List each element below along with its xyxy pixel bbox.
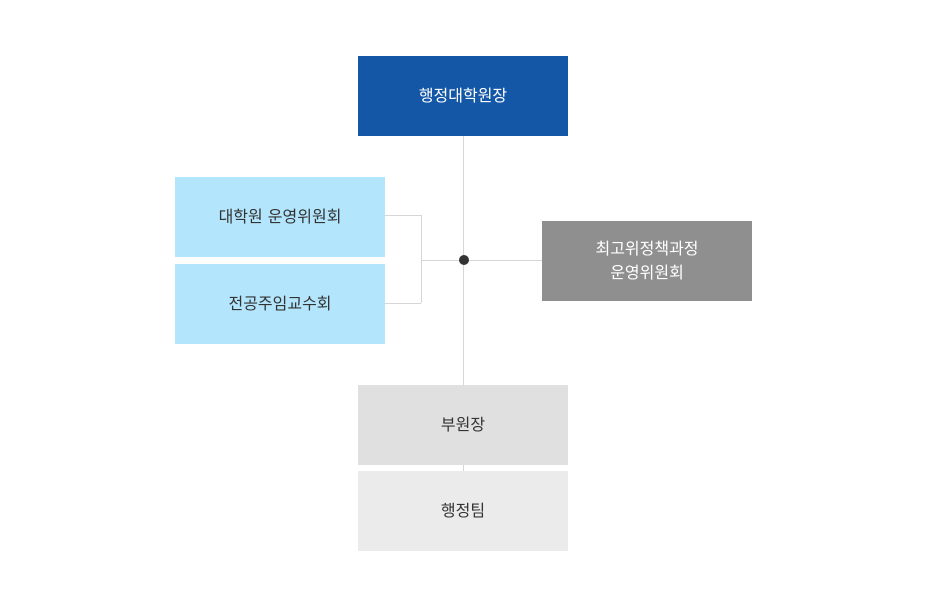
vice-dean-label: 부원장 bbox=[440, 415, 486, 434]
faculty-council-label: 전공주임교수회 bbox=[228, 294, 332, 313]
policy-committee-label-line2: 운영위원회 bbox=[610, 263, 684, 282]
vice-dean-box: 부원장 bbox=[358, 385, 568, 465]
policy-committee-label-line1: 최고위정책과정 bbox=[595, 239, 699, 258]
bracket-connector-bottom bbox=[385, 303, 421, 304]
admin-team-label: 행정팀 bbox=[440, 501, 486, 520]
dean-label: 행정대학원장 bbox=[418, 86, 508, 105]
vertical-connector-bottom bbox=[463, 465, 464, 471]
admin-team-box: 행정팀 bbox=[358, 471, 568, 551]
bracket-connector-top bbox=[385, 215, 421, 216]
bracket-connector-vertical bbox=[421, 215, 422, 303]
graduate-committee-box: 대학원 운영위원회 bbox=[175, 177, 385, 257]
faculty-council-box: 전공주임교수회 bbox=[175, 264, 385, 344]
junction-dot bbox=[459, 255, 469, 265]
policy-committee-box: 최고위정책과정 운영위원회 bbox=[542, 221, 752, 301]
horizontal-connector-right bbox=[421, 260, 542, 261]
graduate-committee-label: 대학원 운영위원회 bbox=[218, 207, 342, 226]
dean-box: 행정대학원장 bbox=[358, 56, 568, 136]
